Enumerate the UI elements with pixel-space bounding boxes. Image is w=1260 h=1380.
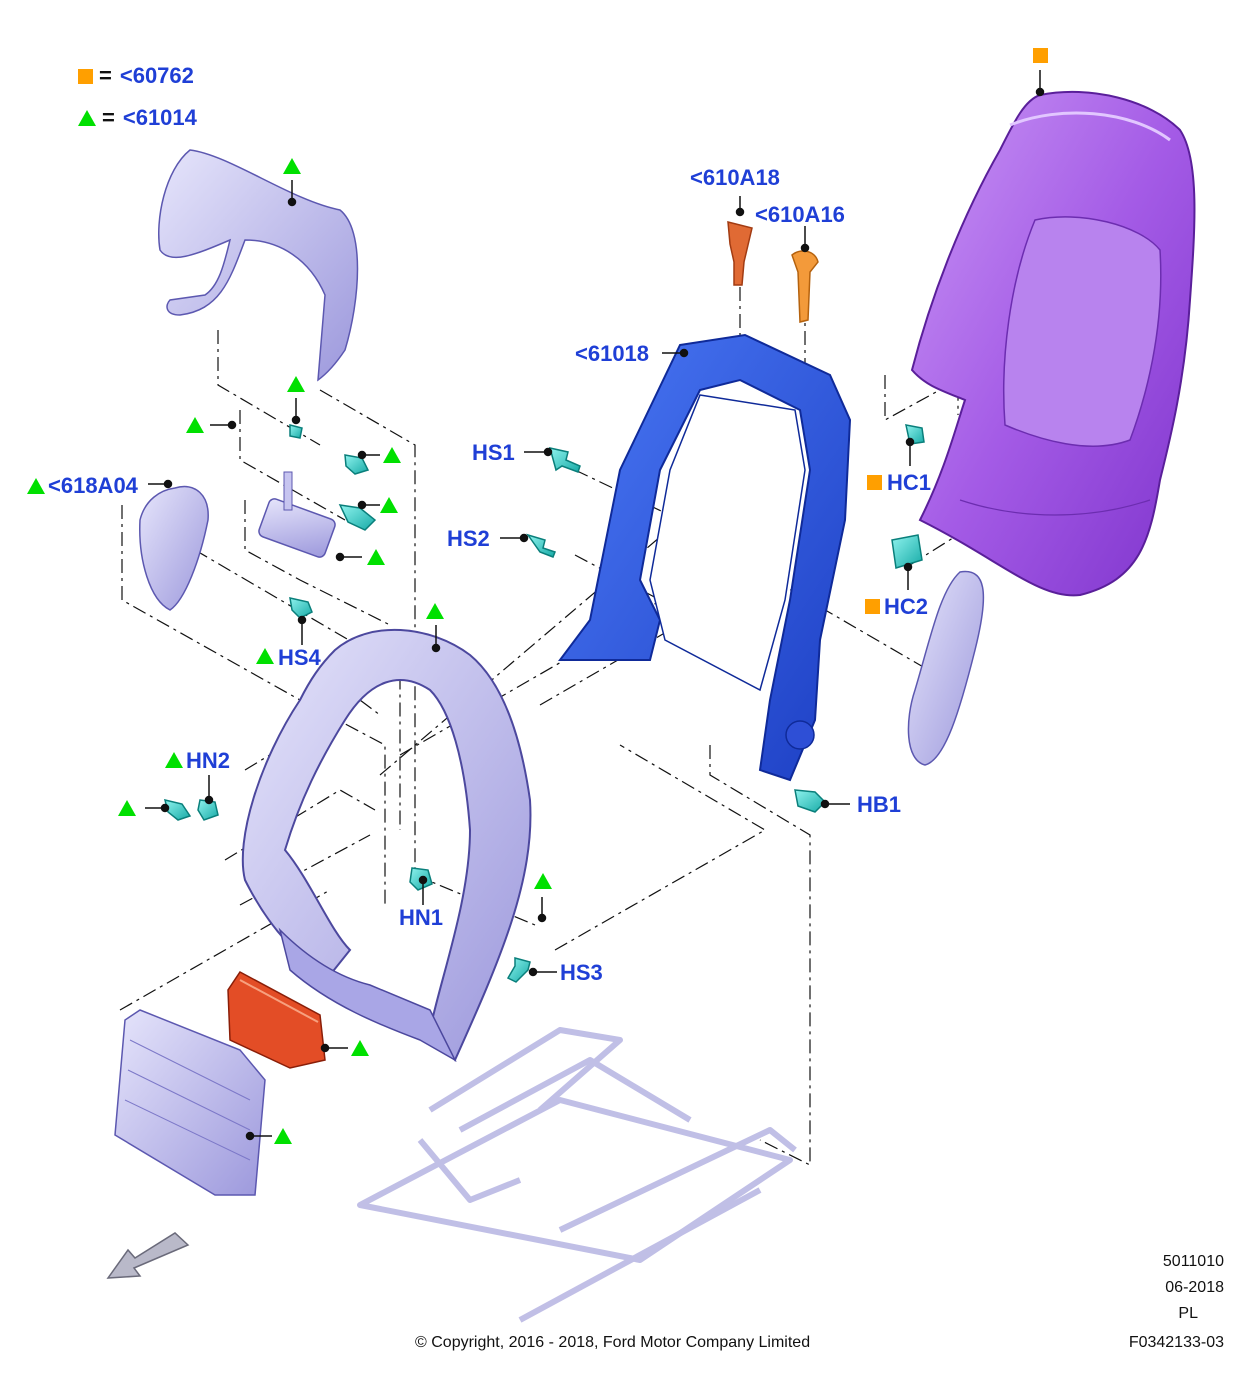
callout-HS2: HS2 xyxy=(447,526,490,551)
triangle-marker-icon xyxy=(165,752,183,768)
triangle-marker-icon xyxy=(287,376,305,392)
footer-lang: PL xyxy=(1178,1305,1198,1322)
backrest-frame xyxy=(558,333,852,782)
footer-code: 5011010 xyxy=(1162,1253,1224,1270)
triangle-marker-icon xyxy=(78,110,96,126)
seatback-outer-frame xyxy=(241,628,532,1062)
callout-HS4: HS4 xyxy=(278,645,321,670)
fastener-clip-small xyxy=(289,424,303,439)
footer-date: 06-2018 xyxy=(1165,1279,1224,1296)
callout-HC1: HC1 xyxy=(887,470,932,495)
triangle-marker-icon xyxy=(383,447,401,463)
legend-equals: = xyxy=(102,105,115,130)
fastener-HS1 xyxy=(548,446,581,473)
callout-HB1: HB1 xyxy=(857,792,902,817)
triangle-marker-icon xyxy=(274,1128,292,1144)
callout-HS1: HS1 xyxy=(472,440,515,465)
triangle-marker-icon xyxy=(534,873,552,889)
legend-triangle-row: = <61014 xyxy=(78,105,197,131)
square-marker-icon xyxy=(867,475,882,490)
triangle-marker-icon xyxy=(27,478,45,494)
fastener-HS2 xyxy=(526,533,556,558)
rear-storage-panel xyxy=(114,1009,266,1196)
triangle-marker-icon xyxy=(118,800,136,816)
footer-figure: F0342133-03 xyxy=(1128,1334,1224,1351)
fastener-HS3 xyxy=(506,957,531,983)
square-markers xyxy=(865,48,1048,614)
square-marker-icon xyxy=(865,599,880,614)
leader-lines xyxy=(145,70,1045,1141)
callout-618A04: <618A04 xyxy=(48,473,138,498)
legend-square-row: = <60762 xyxy=(78,63,194,89)
triangle-marker-icon xyxy=(256,648,274,664)
fasteners xyxy=(163,424,925,983)
callout-610A18: <610A18 xyxy=(690,165,780,190)
side-bolster xyxy=(907,570,985,766)
legend-triangle-text: <61014 xyxy=(122,105,197,130)
triangle-marker-icon xyxy=(351,1040,369,1056)
square-marker-icon xyxy=(78,68,93,84)
triangle-markers xyxy=(27,158,552,1144)
upper-trim-bracket xyxy=(158,149,359,382)
seat-control-module xyxy=(227,971,326,1069)
headrest-guides xyxy=(727,221,819,323)
callout-610A16: <610A16 xyxy=(755,202,845,227)
seat-back-panel xyxy=(910,90,1196,597)
recliner-motor xyxy=(258,471,336,558)
callout-HN2: HN2 xyxy=(186,748,231,773)
triangle-marker-icon xyxy=(426,603,444,619)
copyright-text: © Copyright, 2016 - 2018, Ford Motor Com… xyxy=(415,1334,811,1351)
triangle-marker-icon xyxy=(367,549,385,565)
fastener-HS4 xyxy=(289,597,313,619)
triangle-marker-icon xyxy=(283,158,301,174)
callout-HS3: HS3 xyxy=(560,960,603,985)
fastener-HB1 xyxy=(794,789,827,813)
callout-HN1: HN1 xyxy=(399,905,444,930)
callout-HC2: HC2 xyxy=(884,594,929,619)
direction-arrow-icon xyxy=(106,1232,190,1279)
legend-square-text: <60762 xyxy=(119,63,194,88)
fastener-HC2 xyxy=(891,534,923,569)
fastener-upper-2 xyxy=(338,504,377,531)
triangle-marker-icon xyxy=(186,417,204,433)
side-trim-panel xyxy=(139,485,209,611)
seat-track-assembly xyxy=(357,1027,797,1323)
square-marker-icon xyxy=(1033,48,1048,63)
legend-equals: = xyxy=(99,63,112,88)
triangle-marker-icon xyxy=(380,497,398,513)
callout-61018: <61018 xyxy=(575,341,650,366)
